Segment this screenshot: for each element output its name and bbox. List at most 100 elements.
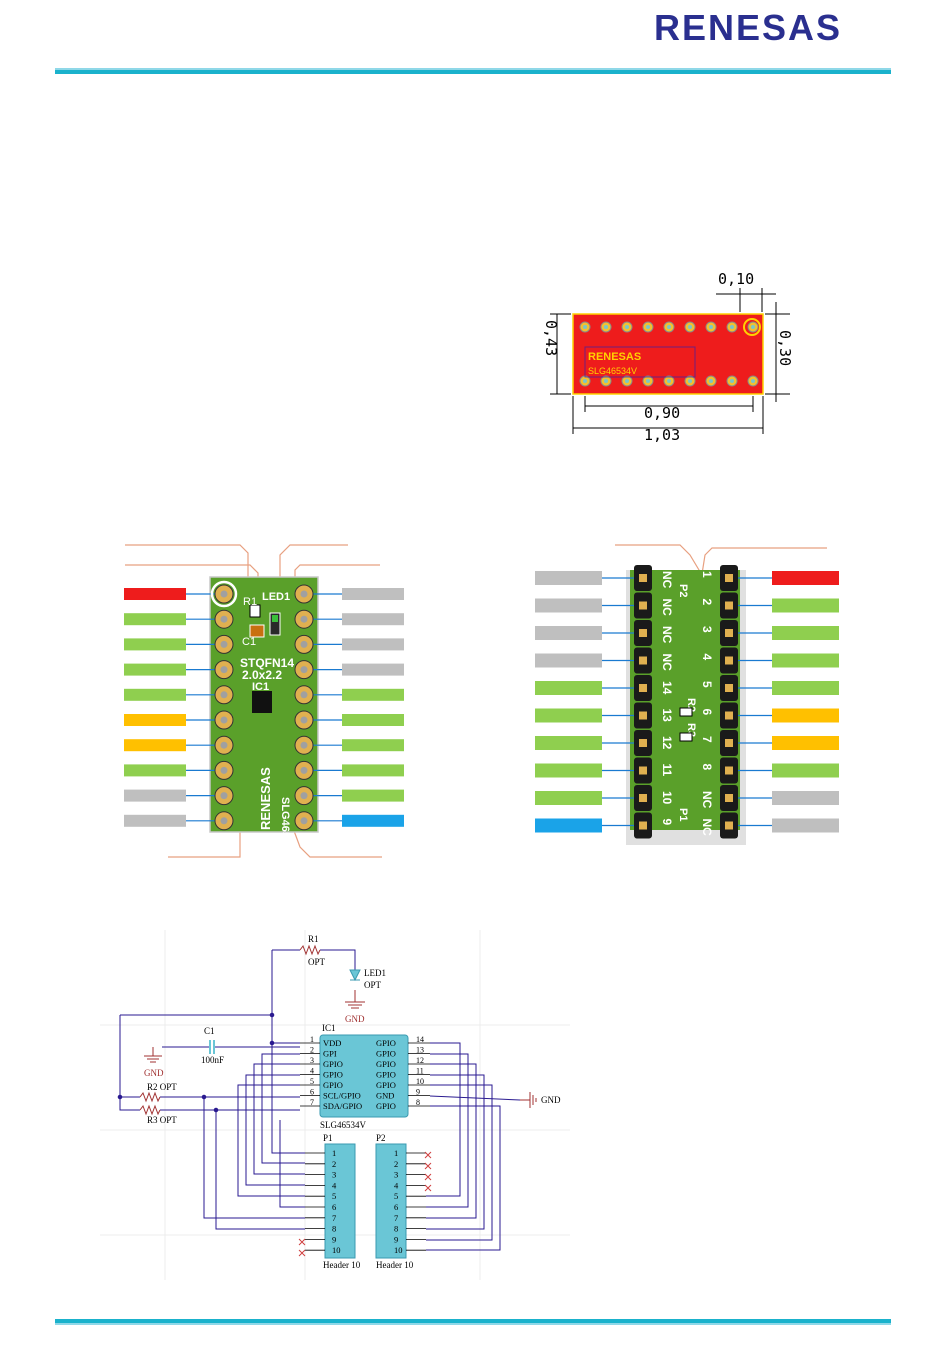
pin-tip [639,821,647,830]
right-pin-tag [772,818,839,833]
left-pin-tag [535,681,602,695]
pad-hole [300,817,308,825]
ic-right-num: 8 [416,1098,420,1107]
bottom-pin-label: NC [660,571,674,589]
left-pin-tag [535,653,602,668]
dim-board-height: 0,43 [542,320,560,356]
bottom-pin-label: NC [700,791,714,809]
pad-hole [220,766,228,774]
dim-pin-span: 0,90 [644,404,680,422]
bottom-pin-label: 11 [660,764,674,777]
dim-pin-hole [709,379,713,383]
silk-led1: LED1 [262,591,290,603]
junction [269,1040,275,1046]
wire [426,1084,493,1241]
right-pin-tag [772,763,839,778]
right-pin-tag [342,663,404,676]
p2-type: Header 10 [376,1260,414,1270]
left-pin-tag [124,739,186,752]
pin-tip [725,711,733,720]
ic1-package [252,691,272,713]
right-pin-tag [772,598,839,613]
junction [201,1094,207,1100]
silk-pkg: STQFN14 [240,656,294,670]
p2-pin-num: 4 [394,1180,399,1190]
wire [320,949,356,970]
p2-pin-num: 10 [394,1245,403,1255]
p2-pin-num: 1 [394,1148,398,1158]
junction [213,1107,219,1113]
p2-pin-num: 2 [394,1159,398,1169]
left-pin-tag [124,814,186,827]
p1-pin-num: 10 [332,1245,341,1255]
right-pin-tag [342,789,404,802]
dim-pin-hole [667,379,671,383]
pin-tip [639,601,647,610]
pad-hole [300,615,308,623]
r1-label: R1 [308,934,319,944]
dim-pin-hole [604,379,608,383]
dim-pin-hole [667,325,671,329]
p1-pin-num: 4 [332,1180,337,1190]
wire [426,1053,469,1208]
r1-value: OPT [308,957,326,967]
p1-label: P1 [323,1133,333,1143]
left-pin-tag [535,791,602,805]
dim-pin-hole [583,379,587,383]
wire [271,1043,305,1154]
pad-hole [220,615,228,623]
bottom-pin-label: 5 [700,681,714,688]
pin-tip [639,794,647,802]
ic-right-name: GPIO [376,1101,396,1111]
wire [426,1042,461,1197]
left-pin-tag [124,764,186,777]
dim-pin-hole [625,379,629,383]
bottom-pin-label: 7 [700,736,714,743]
pad-hole [220,792,228,800]
right-pin-tag [342,814,404,827]
renesas-logo: RENESAS [654,8,842,48]
pin1-marker [743,318,761,336]
bottom-pin-label: 2 [700,599,714,606]
p1-pin-num: 7 [332,1213,336,1223]
gnd-ic: GND [541,1095,561,1105]
right-pin-tag [342,739,404,752]
pad-hole [300,666,308,674]
dim-pin-hole [730,379,734,383]
right-pin-tag [342,714,404,726]
wire [215,1110,305,1230]
led1-value: OPT [364,980,382,990]
left-pin-tag [535,736,602,750]
bottom-pin-label: 12 [660,736,674,750]
ic-right-num: 11 [416,1067,424,1076]
silk-logo: RENESAS [258,767,273,830]
logo-text: RENESAS [654,8,842,48]
pin-tip [725,684,733,692]
ic-right-name: GPIO [376,1049,396,1059]
dim-pin-hole [646,325,650,329]
p1-pin-num: 3 [332,1170,336,1180]
led1-label: LED1 [364,968,386,978]
pad-hole [220,741,228,749]
dim-pin-hole [709,325,713,329]
dim-pin-hole [583,325,587,329]
ic-right-name: GPIO [376,1038,396,1048]
header-rule [55,68,891,74]
dim-pin-hole [604,325,608,329]
right-pin-tag [772,681,839,695]
pin-tip [725,739,733,747]
wire [429,1095,521,1101]
wire [237,1084,305,1197]
ic-left-num: 7 [310,1098,314,1107]
dim-board-width: 1,03 [644,426,680,444]
ic-left-name: SDA/GPIO [323,1101,362,1111]
pad-hole [220,716,228,724]
bottom-pin-label: 1 [700,571,714,578]
right-pin-tag [342,613,404,626]
ic1-label: IC1 [322,1023,336,1033]
ic-left-name: GPIO [323,1059,343,1069]
pad-hole [220,691,228,699]
right-pin-tag [772,736,839,750]
pin-tip [639,739,647,747]
board-logo-silk: RENESAS [588,351,641,363]
